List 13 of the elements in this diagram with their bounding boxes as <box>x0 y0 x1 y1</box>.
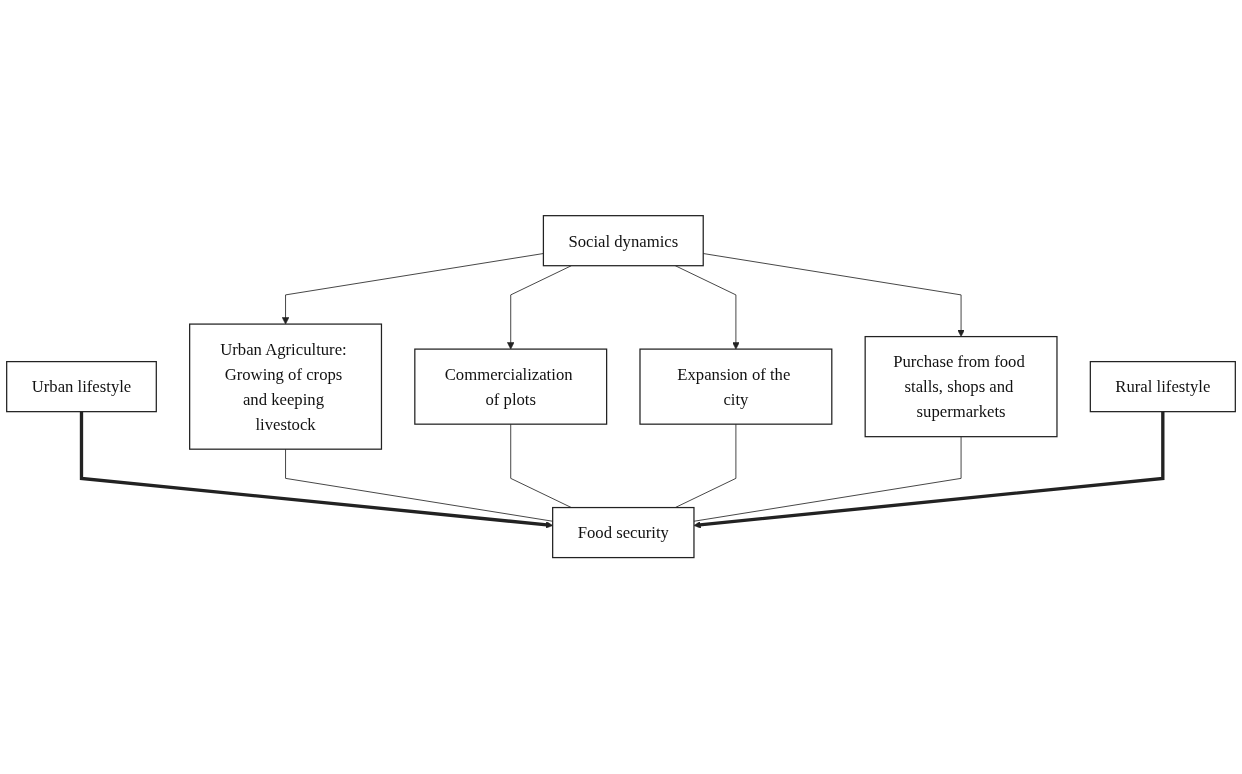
node-box: Urban lifestyle <box>6 361 157 413</box>
node-box: Commercialization of plots <box>414 348 608 426</box>
arrow <box>79 412 553 529</box>
connector <box>510 424 572 509</box>
connector <box>693 436 962 522</box>
connector <box>674 424 737 509</box>
node-box: Social dynamics <box>542 215 704 267</box>
node-box: Expansion of the city <box>639 348 833 426</box>
node-box: Urban Agriculture: Growing of crops and keeping livestock <box>189 323 383 451</box>
arrow <box>693 412 1165 529</box>
node-box: Food security <box>552 507 695 559</box>
node-box: Rural lifestyle <box>1089 361 1236 413</box>
node-box: Purchase from food stalls, shops and supermarkets <box>864 336 1058 438</box>
